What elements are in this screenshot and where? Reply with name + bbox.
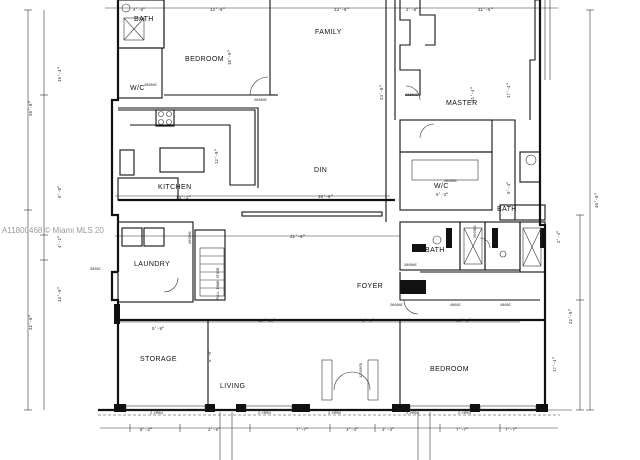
- dim-mid-g: 5'-8": [152, 327, 165, 332]
- watermark: A11800468 © Miami MLS 20: [2, 226, 104, 235]
- dim-bot-g: 7'-7": [505, 428, 518, 433]
- dim-mid-h: 6'-3": [436, 193, 449, 198]
- tag-door-a: 2668HC: [144, 84, 157, 88]
- room-label-foyer: FOYER: [357, 283, 383, 290]
- dim-bot-e: 3'-4": [382, 428, 395, 433]
- dim-bot-f: 7'-7": [456, 428, 469, 433]
- room-label-wic-right: W/C: [434, 183, 449, 190]
- tag-window-d: 2-HR04: [406, 412, 419, 416]
- dim-mid-m: 10'-0": [228, 50, 233, 65]
- windows: [125, 359, 537, 411]
- room-labels: BATH BEDROOM FAMILY MASTER W/C KITCHEN D…: [130, 16, 517, 390]
- dim-left-b: 26'-8": [29, 101, 34, 116]
- plumbing-fixtures: [121, 3, 542, 267]
- tag-door-c: 2668HC: [405, 94, 418, 98]
- dim-left-d: 4'-1": [58, 235, 63, 248]
- room-label-din: DIN: [314, 167, 327, 174]
- interior-walls: [117, 0, 546, 410]
- room-label-laundry: LAUNDRY: [134, 261, 170, 268]
- dim-mid-a: 14'-2": [176, 196, 191, 201]
- dim-right-f: 2'-4": [557, 230, 562, 243]
- dim-mid-l: 5'-0": [208, 349, 213, 362]
- dim-mid-f: 14'-2": [456, 319, 471, 324]
- opening-tags: 2668HC 2668HC 2668HC 2668HC 2668HC 2668H…: [90, 84, 511, 416]
- dim-mid-d: 13'-10": [258, 319, 276, 324]
- toilet-icon: [121, 3, 131, 13]
- room-label-family: FAMILY: [315, 29, 342, 36]
- tag-door-d: 2668HC: [444, 180, 457, 184]
- dim-right-b: 46'-8": [595, 193, 600, 208]
- dim-mid-c: 21'-6": [290, 235, 305, 240]
- room-label-storage: STORAGE: [140, 356, 177, 363]
- room-label-bath-top: BATH: [134, 16, 154, 23]
- room-label-living: LIVING: [220, 383, 245, 390]
- dimension-labels: 4'-6" 13'-0" 13'-8" 2'-8" 11'-6" 15'-4" …: [29, 8, 600, 433]
- tag-door-h: 3068C: [90, 268, 101, 272]
- dim-top-a: 4'-6": [133, 8, 146, 13]
- dim-bot-c: 7'-7": [296, 428, 309, 433]
- dim-mid-e: 8'-0": [362, 319, 375, 324]
- dim-bot-a: 8'-2": [140, 428, 153, 433]
- exterior-walls: [98, 0, 547, 412]
- room-label-bedroom-top: BEDROOM: [185, 56, 224, 63]
- tag-door-k: 4068C: [500, 304, 511, 308]
- room-label-kitchen: KITCHEN: [158, 184, 192, 191]
- tag-window-e: 2-HR04: [458, 412, 471, 416]
- dim-top-c: 13'-8": [334, 8, 349, 13]
- room-label-bedroom-bottom: BEDROOM: [430, 366, 469, 373]
- tag-door-i: 2668HC: [390, 304, 403, 308]
- toilet-icon: [499, 250, 507, 258]
- room-label-master: MASTER: [446, 100, 478, 107]
- tag-door-b: 2668HC: [254, 99, 267, 103]
- dim-left-a: 15'-4": [58, 67, 63, 82]
- room-label-bath-small: BATH: [425, 247, 445, 254]
- room-label-wic-left: W/C: [130, 85, 145, 92]
- dim-top-b: 13'-0": [210, 8, 225, 13]
- dim-top-d: 2'-8": [406, 8, 419, 13]
- structural-columns: [114, 228, 548, 412]
- dim-mid-k: 12'-8": [215, 149, 220, 164]
- sink-icon: [432, 235, 442, 245]
- dim-mid-i: 24'-8": [380, 85, 385, 100]
- dim-bot-b: 2'-5": [208, 428, 221, 433]
- tag-pull-down-stair: PULL DOWN STAIR: [217, 267, 221, 300]
- dim-right-d: 17'-4": [553, 357, 558, 372]
- tag-window-a: 2-HR04: [150, 412, 163, 416]
- door-swings: [163, 76, 491, 391]
- dim-mid-j: 11'-4": [471, 87, 476, 102]
- tag-window-c: 2-HR04: [328, 412, 341, 416]
- porch-lines: [98, 0, 560, 460]
- dim-top-e: 11'-6": [478, 8, 493, 13]
- dim-mid-b: 16'-8": [318, 195, 333, 200]
- dim-right-e: 5'-4": [507, 181, 512, 194]
- dim-left-f: 22'-8": [29, 315, 34, 330]
- dim-left-e: 13'-0": [58, 287, 63, 302]
- dim-left-c: 6'-8": [58, 185, 63, 198]
- dim-right-a: 17'-4": [507, 83, 512, 98]
- dim-bot-d: 3'-4": [346, 428, 359, 433]
- tag-door-f: 2668HC: [404, 264, 417, 268]
- room-label-bath-right: BATH: [497, 206, 517, 213]
- tag-door-g: 2668HC: [474, 225, 478, 238]
- tag-door-l: 12068FD: [360, 363, 364, 378]
- dim-right-c: 22'-8": [569, 309, 574, 324]
- tag-window-b: 2-HR04: [258, 412, 271, 416]
- tag-door-j: 4068C: [450, 304, 461, 308]
- tag-door-e: 2668HC: [189, 231, 193, 244]
